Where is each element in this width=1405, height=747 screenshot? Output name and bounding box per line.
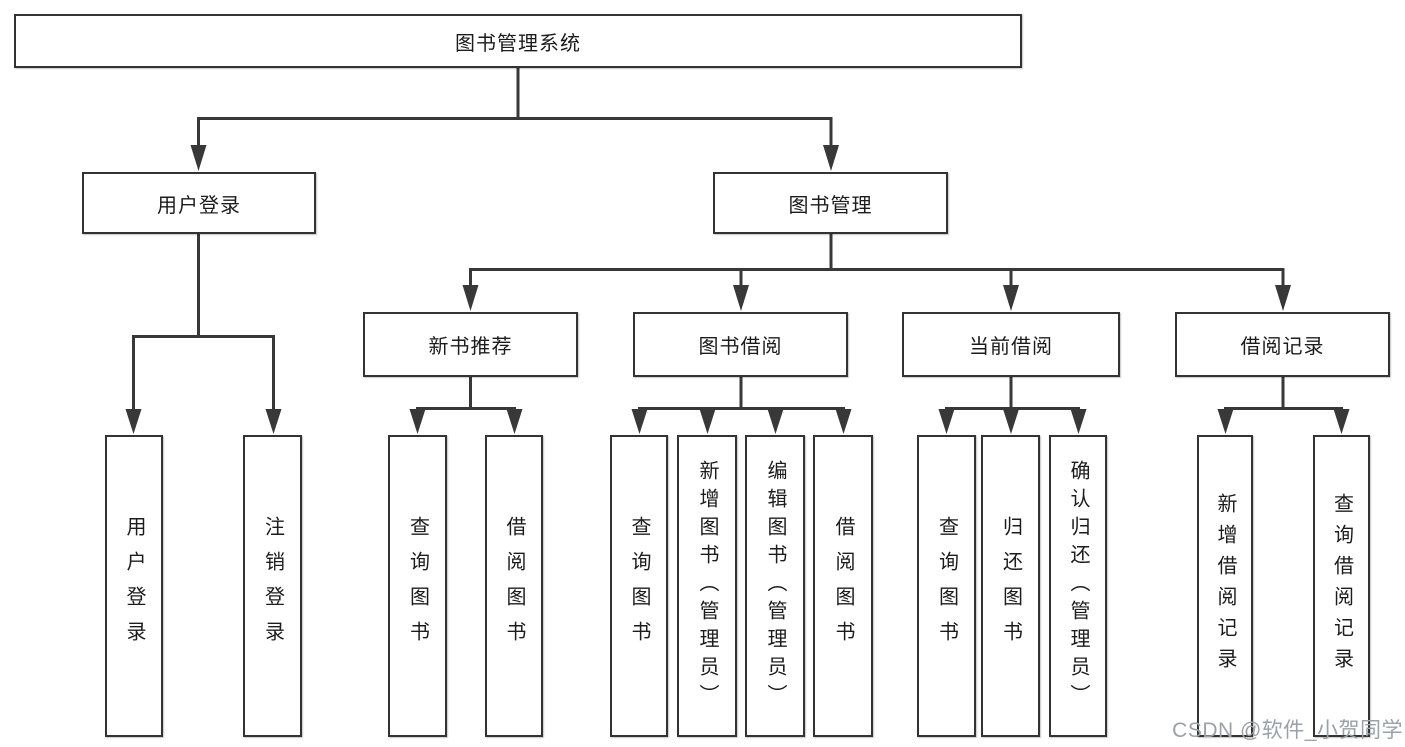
arrowhead-down-icon	[835, 409, 852, 434]
leaf-logout: 注销登录	[243, 435, 302, 737]
arrowhead-down-icon	[631, 409, 648, 434]
arrowhead-down-icon	[699, 409, 716, 434]
node-label: 图书管理系统	[455, 32, 581, 55]
edge-borrow-records-to-leaves	[1224, 377, 1343, 411]
node-current-borrowing: 当前借阅	[902, 312, 1120, 377]
arrowhead-down-icon	[409, 409, 426, 434]
leaf-query-books-recommend: 查询图书	[388, 435, 447, 737]
node-label: 查询图书	[628, 516, 650, 656]
edge-root-to-level2	[197, 68, 833, 146]
node-new-book-recommend: 新书推荐	[363, 312, 578, 377]
edge-current-borrow-to-leaves	[945, 377, 1080, 411]
node-borrowing-records: 借阅记录	[1175, 312, 1390, 377]
arrowhead-down-icon	[506, 409, 523, 434]
node-label: 当前借阅	[969, 336, 1053, 358]
node-label: 确认归还（管理员）	[1067, 460, 1089, 712]
arrowhead-down-icon	[190, 145, 207, 171]
node-label: 归还图书	[999, 516, 1022, 656]
leaf-query-books-current: 查询图书	[917, 435, 976, 737]
node-label: 新增图书（管理员）	[696, 460, 718, 712]
arrowhead-down-icon	[1003, 285, 1019, 311]
node-book-management: 图书管理	[713, 172, 948, 234]
arrowhead-down-icon	[462, 285, 479, 311]
edge-book-mgmt-to-level3	[469, 234, 1285, 287]
node-label: 用户登录	[123, 516, 145, 656]
csdn-watermark: CSDN @软件_小贺同学	[1172, 719, 1403, 742]
arrowhead-down-icon	[823, 145, 839, 171]
node-label: 图书借阅	[698, 336, 783, 358]
arrowhead-down-icon	[125, 409, 142, 434]
arrowhead-down-icon	[1275, 285, 1291, 311]
node-label: 借阅记录	[1240, 336, 1325, 358]
node-label: 新增借阅记录	[1214, 493, 1236, 679]
arrowhead-down-icon	[265, 409, 282, 434]
arrowhead-down-icon	[1003, 409, 1019, 434]
leaf-edit-books-admin: 编辑图书（管理员）	[745, 435, 805, 737]
arrowhead-down-icon	[733, 285, 749, 311]
leaf-return-books: 归还图书	[981, 435, 1040, 737]
node-label: 查询图书	[406, 516, 429, 656]
node-library-management-system: 图书管理系统	[14, 14, 1022, 68]
arrowhead-down-icon	[938, 409, 955, 434]
node-label: 编辑图书（管理员）	[764, 460, 786, 712]
node-user-login: 用户登录	[82, 172, 316, 234]
node-label: 注销登录	[261, 516, 284, 656]
leaf-user-login: 用户登录	[105, 435, 163, 737]
arrowhead-down-icon	[1217, 409, 1234, 434]
leaf-borrow-books: 借阅图书	[813, 435, 873, 737]
node-label: 借阅图书	[503, 516, 525, 656]
node-label: 查询图书	[935, 516, 958, 656]
node-book-borrowing: 图书借阅	[633, 312, 848, 377]
edge-user-login-to-leaves	[132, 234, 275, 410]
edge-new-books-to-leaves	[416, 377, 516, 411]
arrowhead-down-icon	[767, 409, 784, 434]
arrowhead-down-icon	[1333, 409, 1350, 434]
leaf-query-borrow-record: 查询借阅记录	[1313, 435, 1370, 737]
edge-book-borrow-to-leaves	[638, 377, 845, 411]
leaf-add-books-admin: 新增图书（管理员）	[677, 435, 737, 737]
leaf-confirm-return-admin: 确认归还（管理员）	[1049, 435, 1107, 737]
node-label: 查询借阅记录	[1330, 493, 1353, 679]
node-label: 用户登录	[157, 194, 241, 217]
arrowhead-down-icon	[1070, 409, 1087, 434]
node-label: 图书管理	[788, 194, 873, 217]
leaf-borrow-books-recommend: 借阅图书	[485, 435, 543, 737]
leaf-add-borrow-record: 新增借阅记录	[1197, 435, 1253, 737]
leaf-query-books-borrow: 查询图书	[610, 435, 668, 737]
node-label: 借阅图书	[832, 516, 854, 656]
node-label: 新书推荐	[428, 336, 513, 358]
